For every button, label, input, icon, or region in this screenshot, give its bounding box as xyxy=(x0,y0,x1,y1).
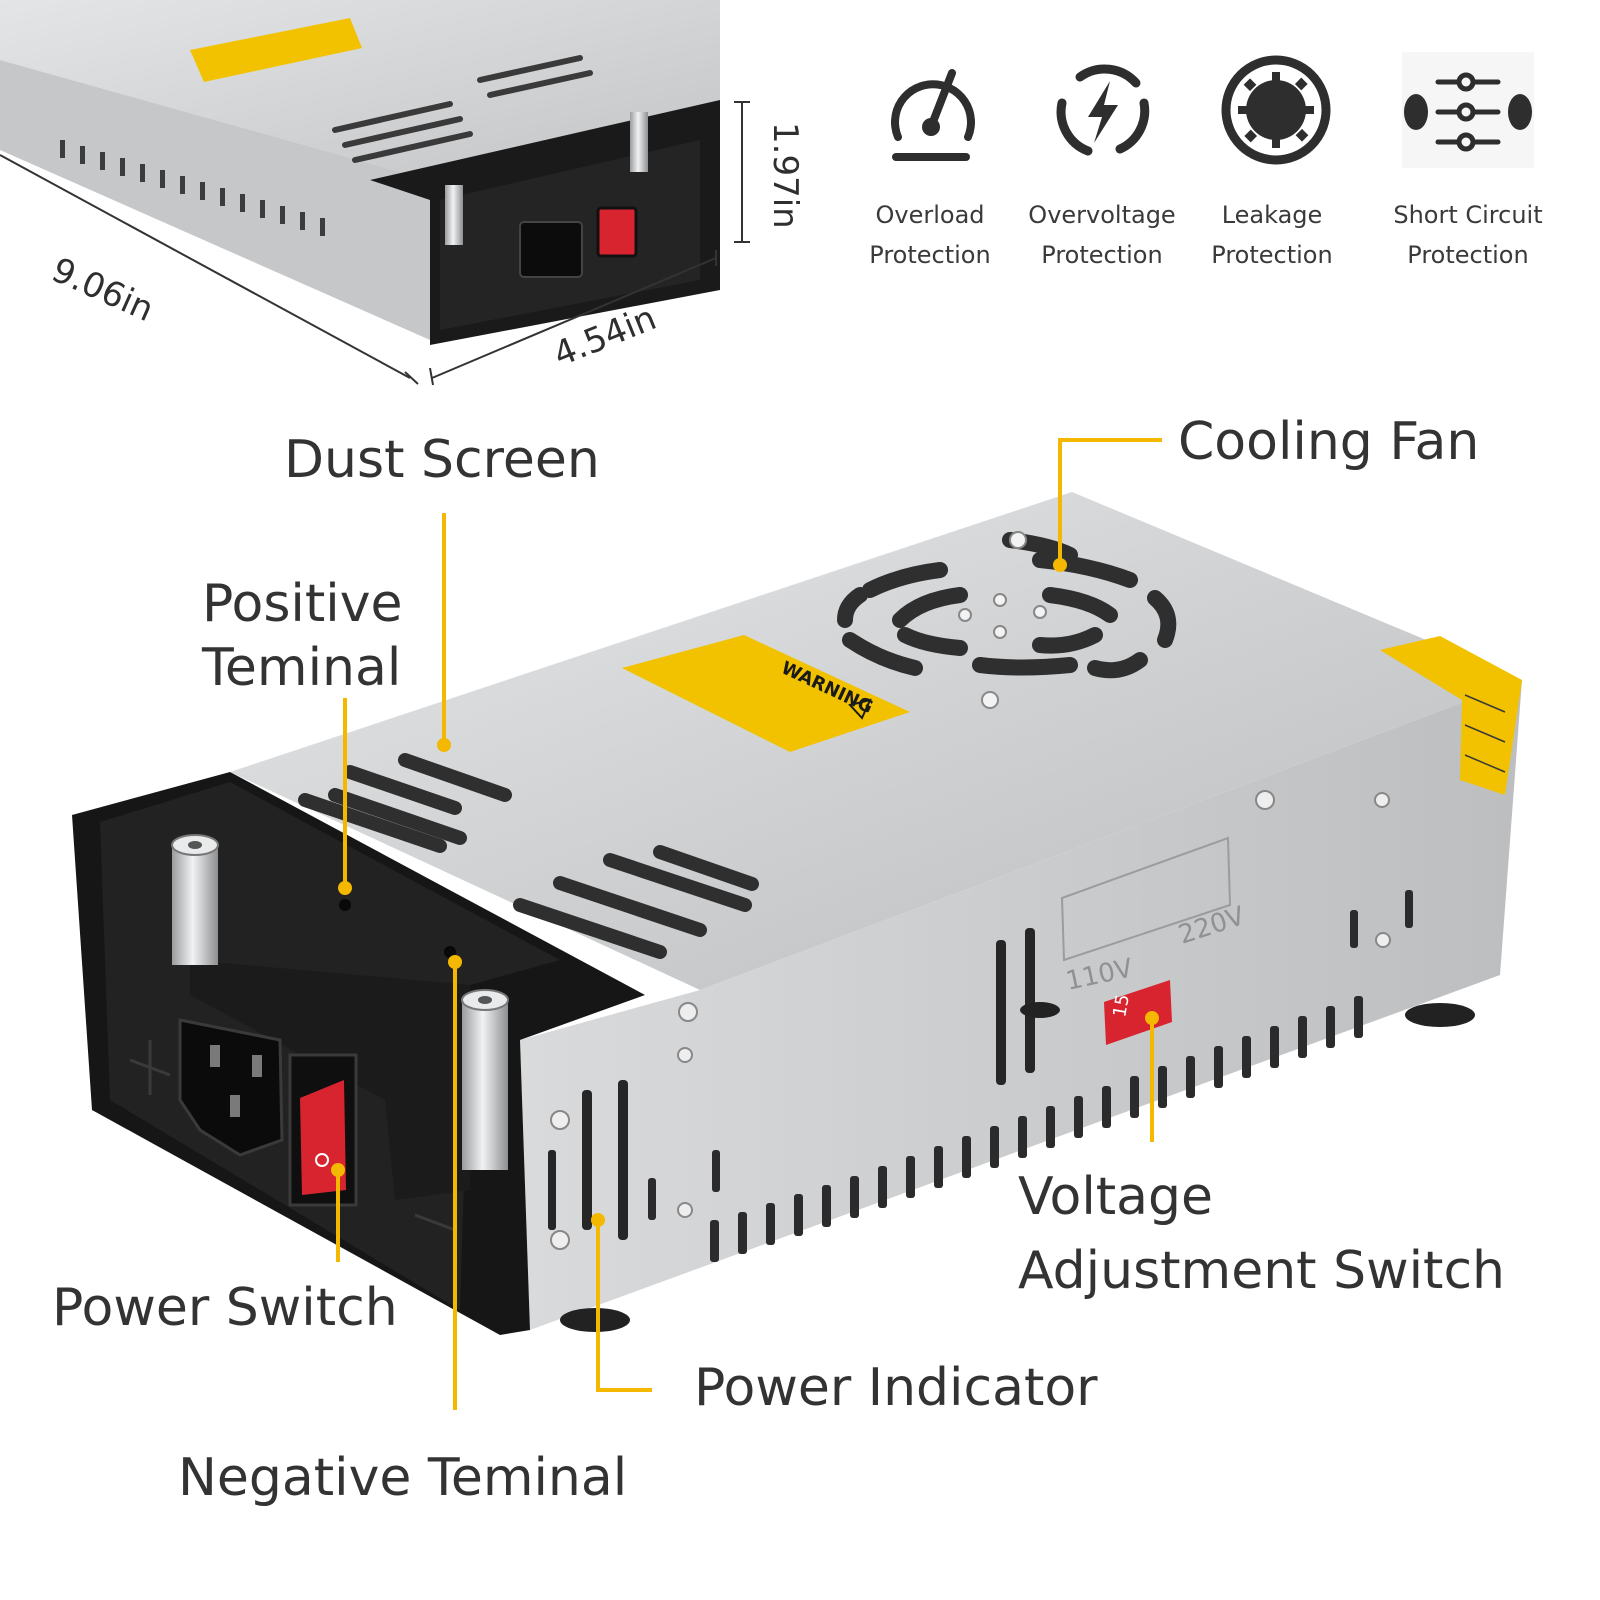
small-unit-side-vents xyxy=(60,140,325,236)
small-unit-power-inlet xyxy=(519,221,583,278)
feature-label-line: Protection xyxy=(1407,241,1529,269)
small-unit-view xyxy=(0,0,720,345)
leader-power-indicator xyxy=(596,1220,652,1392)
positive-terminal-hole xyxy=(339,899,351,911)
leader-cooling-fan xyxy=(1058,438,1162,565)
ac-power-inlet xyxy=(178,1018,284,1157)
terminal-post-right xyxy=(461,989,509,1170)
callout-line: Teminal xyxy=(202,638,402,698)
callout-line: Adjustment Switch xyxy=(1018,1241,1505,1301)
callout-line: Voltage xyxy=(1018,1167,1214,1227)
main-unit-side xyxy=(520,680,1522,1330)
small-unit-red-switch xyxy=(596,206,638,258)
main-unit-top-vents xyxy=(298,753,759,959)
feature-label-line: Overvoltage xyxy=(1028,201,1176,229)
callout-positive-terminal: Positive Teminal xyxy=(202,572,402,700)
callout-line: Positive xyxy=(202,574,403,634)
rubber-feet xyxy=(560,1002,1475,1332)
small-unit-side xyxy=(0,60,430,340)
feature-label-line: Overload xyxy=(875,201,985,229)
red-power-switch xyxy=(288,1053,358,1207)
feature-label-line: Protection xyxy=(869,241,991,269)
feature-label-short-circuit: Short Circuit Protection xyxy=(1378,195,1558,275)
sliders-icon xyxy=(1402,52,1534,168)
feature-label-line: Leakage xyxy=(1221,201,1323,229)
polarity-marks xyxy=(129,1040,456,1232)
feature-label-line: Short Circuit xyxy=(1393,201,1543,229)
feature-label-line: Protection xyxy=(1211,241,1333,269)
height-dimension-label: 1.97in xyxy=(765,122,805,229)
main-unit-view: WARNING xyxy=(72,492,1522,1335)
small-unit-post-left xyxy=(445,185,463,245)
voltage-switch-number: 15 xyxy=(1109,993,1134,1019)
callout-negative-terminal: Negative Teminal xyxy=(178,1448,628,1508)
small-unit-top-vents xyxy=(332,55,593,163)
callout-voltage-adjustment-switch: Voltage Adjustment Switch xyxy=(1018,1160,1505,1308)
dimension-lines xyxy=(0,101,750,386)
callout-power-switch: Power Switch xyxy=(52,1278,398,1338)
small-unit-top xyxy=(0,0,720,180)
feature-label-line: Protection xyxy=(1041,241,1163,269)
lightning-icon xyxy=(1048,55,1158,165)
callout-dust-screen: Dust Screen xyxy=(284,430,600,490)
callout-dots xyxy=(331,558,1159,1227)
small-unit-post-right xyxy=(630,112,648,172)
side-tall-vents xyxy=(548,928,1035,1240)
side-screws xyxy=(550,790,1391,1250)
callout-cooling-fan: Cooling Fan xyxy=(1178,412,1480,472)
side-upper-slots xyxy=(648,890,1413,1220)
main-unit-top xyxy=(230,492,1522,990)
cooling-fan-grill xyxy=(837,532,1177,679)
gear-circle-icon xyxy=(1218,52,1331,165)
feature-label-leakage: Leakage Protection xyxy=(1182,195,1362,275)
callout-power-indicator: Power Indicator xyxy=(694,1358,1098,1418)
gauge-icon xyxy=(876,55,986,165)
feature-label-overvoltage: Overvoltage Protection xyxy=(1012,195,1192,275)
voltage-switch xyxy=(1104,980,1172,1045)
side-bottom-vents xyxy=(710,996,1363,1262)
small-unit-warning-sticker xyxy=(190,18,362,82)
feature-label-overload: Overload Protection xyxy=(840,195,1020,275)
warranty-sticker xyxy=(1380,636,1522,795)
fan-screws xyxy=(958,531,1047,709)
negative-terminal-hole xyxy=(444,946,456,958)
warranty-grid xyxy=(1464,694,1506,773)
callout-leaders xyxy=(336,438,1162,1410)
terminal-post-left xyxy=(171,834,219,965)
